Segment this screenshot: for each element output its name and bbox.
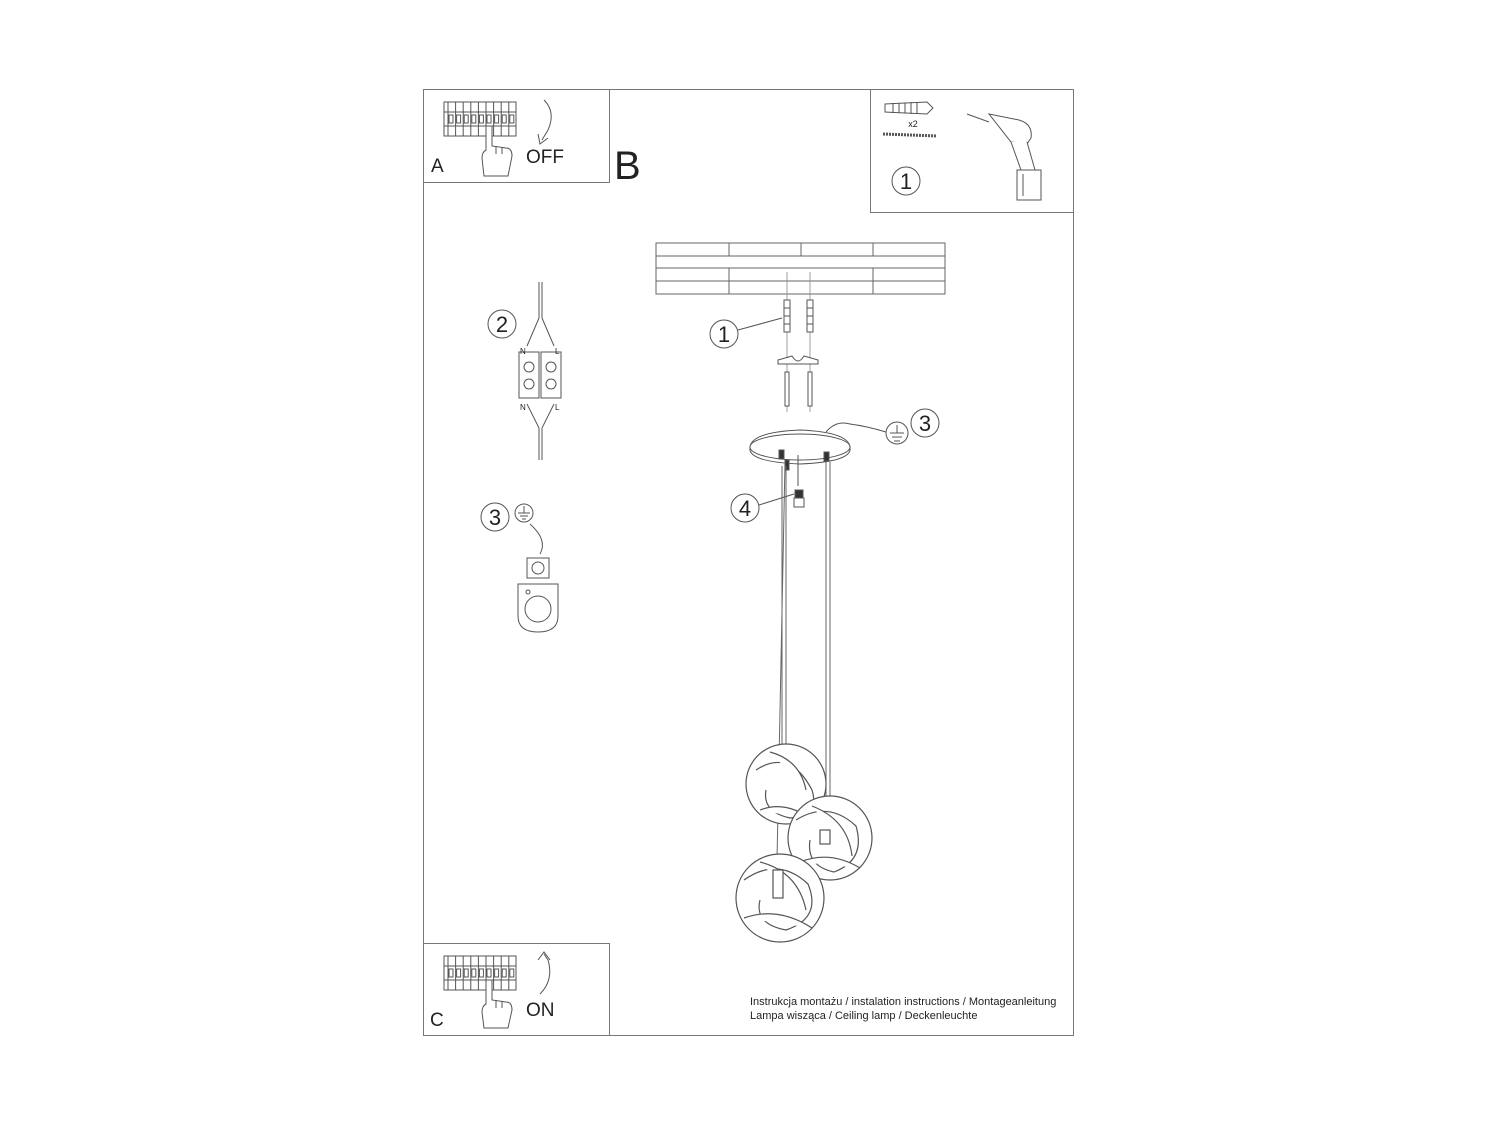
caption-line-2: Lampa wisząca / Ceiling lamp / Deckenleu… <box>750 1010 978 1022</box>
instruction-sheet <box>423 89 1074 1036</box>
caption-line-1: Instrukcja montażu / instalation instruc… <box>750 996 1057 1008</box>
off-label: OFF <box>526 147 564 168</box>
step-number-circle <box>891 166 921 196</box>
panel-a: A OFF <box>423 89 610 183</box>
hand-icon <box>481 125 513 177</box>
breaker-box-icon <box>443 955 517 991</box>
panel-c: C ON <box>423 943 610 1036</box>
hand-icon <box>481 979 513 1029</box>
breaker-on-illustration <box>443 951 551 1029</box>
tools-panel: 1 x2 <box>870 89 1074 213</box>
breaker-box-icon <box>443 101 517 137</box>
multiplier-label: x2 <box>908 119 918 129</box>
panel-c-letter: C <box>430 1010 444 1031</box>
breaker-off-illustration <box>443 99 552 177</box>
on-label: ON <box>526 1000 555 1021</box>
panel-a-letter: A <box>431 156 444 177</box>
curved-arrow-icon <box>537 99 552 145</box>
drill-icon <box>966 113 1042 201</box>
curved-arrow-icon <box>537 951 551 995</box>
wall-plug-icon <box>882 101 938 138</box>
tools-step-number: 1 <box>900 169 912 194</box>
panel-b-letter: B <box>614 144 641 188</box>
